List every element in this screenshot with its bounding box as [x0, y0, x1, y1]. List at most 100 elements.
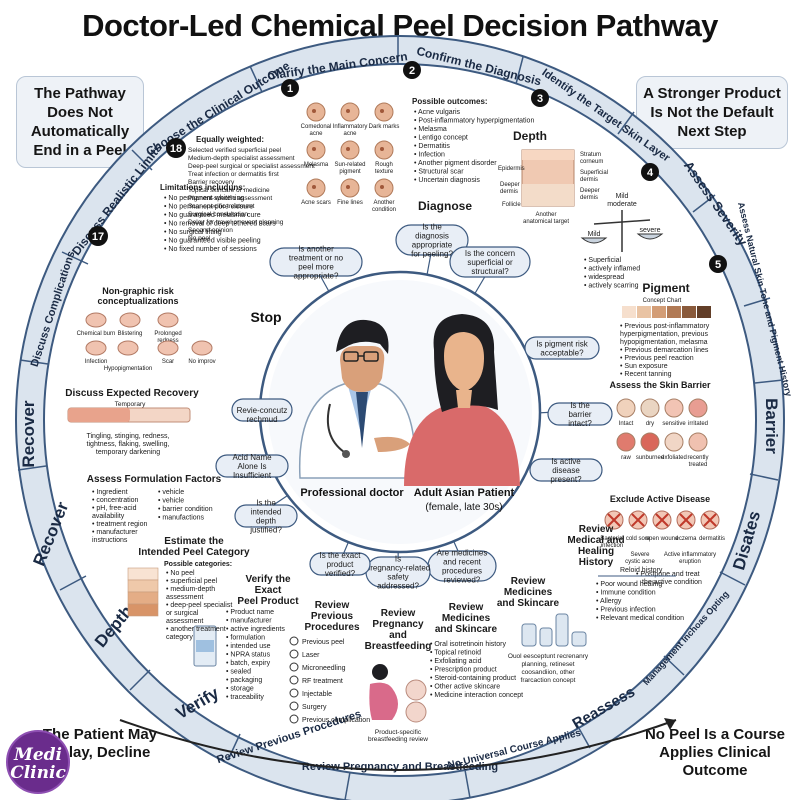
complication-label: Chemical burn	[77, 331, 116, 337]
concern-spot	[312, 185, 316, 189]
skincare-product-icon	[539, 627, 553, 647]
scale-pan-left	[580, 237, 608, 244]
question-bubble-8-text: Is	[395, 555, 401, 564]
depth-layer-label: Epidermis	[498, 166, 525, 172]
question-bubble-3-text: superficial or	[467, 258, 513, 267]
question-bubble-1-text: Is another	[298, 245, 334, 254]
limits-item: • No permanent whitening	[164, 195, 244, 202]
complication-icon	[85, 312, 107, 328]
formulation-item: • concentration	[92, 497, 139, 504]
breastfeeding-icon	[405, 679, 427, 701]
question-bubble-1	[269, 247, 363, 277]
question-bubble-6	[529, 458, 603, 482]
verify-item: • intended use	[226, 643, 271, 650]
barrier-state-label: sunburned	[636, 455, 664, 461]
formulation-label: Assess Formulation Factors	[87, 474, 222, 485]
complications-label: Non-graphic risk	[102, 286, 175, 296]
pregnancy-caption: breastfeeding review	[368, 736, 428, 743]
estimate-item: • medium-depth	[166, 586, 215, 593]
complication-icon	[157, 312, 179, 328]
step-number-18: 18	[170, 143, 182, 155]
medicines-left-item: • Medicine interaction concept	[430, 692, 523, 699]
question-bubble-8-text: addressed?	[377, 582, 419, 591]
procedure-item: Microneedling	[302, 665, 346, 672]
question-bubble-11-text: Acid Name	[232, 453, 272, 462]
barrier-state-label: irritated	[688, 421, 708, 427]
medicines-left-item: • Prescription product	[430, 667, 497, 674]
question-bubble-4-text: Is pigment risk	[536, 340, 589, 349]
tone-swatch	[697, 306, 711, 318]
concern-icon	[374, 178, 394, 198]
medicines-skincare-label: Review	[511, 576, 546, 587]
barrier-state-icon	[664, 398, 684, 418]
question-bubble-10-text: justified?	[249, 526, 282, 535]
tone-swatch	[637, 306, 651, 318]
verify-item: • formulation	[226, 635, 265, 642]
medical-history-label: History	[579, 557, 614, 568]
procedure-item: Previous peel	[302, 639, 345, 646]
complication-label: No improv	[188, 359, 215, 365]
question-bubble-4-text: acceptable?	[540, 349, 584, 358]
disease-item: Severe	[630, 552, 650, 558]
procedure-item: Surgery	[302, 704, 327, 711]
limits-item: • No guaranteed melasma cure	[164, 212, 261, 219]
disease-item: cold sore	[626, 536, 651, 542]
complication-icon	[157, 340, 179, 356]
doctor-label: Professional doctor	[300, 487, 404, 499]
medicines-left-item: • Exfoliating acid	[430, 658, 482, 665]
medical-history-item: • Previous infection	[596, 607, 656, 614]
skin-layer-deep	[522, 184, 574, 206]
peel-product-label	[196, 640, 214, 652]
medical-history-label: Medical and	[567, 535, 624, 546]
estimate-label: Intended Peel Category	[138, 547, 250, 558]
step-number-4: 4	[647, 167, 654, 179]
verify-label: Verify the	[245, 574, 290, 585]
barrier-state-label: sensitive	[662, 421, 686, 427]
corner-note-top-left: The Pathway Does Not Automatically End i…	[16, 76, 144, 168]
pigment-item: • Previous post-inflammatory	[620, 323, 710, 330]
question-bubble-3	[449, 246, 531, 278]
step-number-2: 2	[409, 65, 415, 77]
step-number-1: 1	[287, 83, 293, 95]
concern-icon	[374, 102, 394, 122]
disease-note: • Postpone and treat	[636, 571, 700, 578]
scale-beam	[593, 219, 651, 225]
diagnose-item: • Post-inflammatory hyperpigmentation	[414, 118, 534, 125]
question-bubble-1-text: appropriate?	[294, 272, 339, 281]
concern-icon	[340, 140, 360, 160]
pregnancy-label: Breastfeeding	[365, 641, 432, 652]
ring-dividers	[17, 36, 784, 800]
medicines-left-item: • Steroid-containing product	[430, 675, 516, 682]
formulation-item: • treatment region	[92, 521, 147, 528]
pregnancy-label: and	[389, 630, 407, 641]
depth-label: Depth	[513, 129, 547, 143]
limits-item: • No guaranteed visible peeling	[164, 238, 261, 245]
recovery-label: Discuss Expected Recovery	[65, 388, 199, 399]
procedure-icon	[289, 688, 299, 698]
medicines-left-item: • Topical retinoid	[430, 650, 481, 657]
medical-history-item: • Relevant medical condition	[596, 615, 684, 622]
complication-icon	[85, 340, 107, 356]
concern-icon	[340, 102, 360, 122]
tone-swatch	[667, 306, 681, 318]
concern-icon	[374, 140, 394, 160]
diagnose-item: • Lentigo concept	[414, 135, 468, 142]
barrier-state-label: treated	[689, 462, 708, 468]
estimate-heading: Possible categories:	[164, 561, 232, 568]
question-bubble-1-text: treatment or no	[289, 254, 344, 263]
medicines-skincare-label: and Skincare	[497, 598, 560, 609]
stop-label: Stop	[250, 309, 281, 325]
question-bubble-6-text: present?	[550, 475, 582, 484]
barrier-state-icon	[640, 398, 660, 418]
formulation-item: • barrier condition	[158, 506, 213, 513]
ring-label-recover-upper: Recover	[19, 400, 38, 467]
outcome-item: No peel	[188, 235, 211, 242]
estimate-item: • another treatment	[166, 626, 226, 633]
question-bubble-2-text: diagnosis	[415, 232, 449, 241]
question-bubble-7-text: reviewed?	[444, 576, 481, 585]
concern-label: Fine lines	[337, 200, 363, 206]
outcome-item: Delay for travel or event planning	[188, 219, 284, 226]
concern-spot	[312, 147, 316, 151]
question-bubble-12-text: rechmud	[246, 415, 277, 424]
